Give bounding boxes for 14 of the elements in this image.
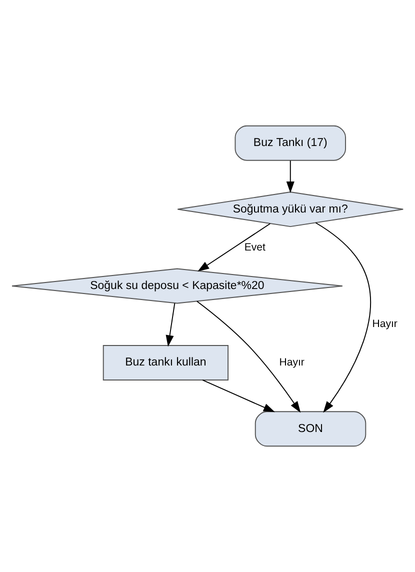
- arrow: [198, 223, 271, 272]
- arrow: [286, 160, 294, 194]
- edge-label: Hayır: [372, 318, 398, 330]
- arrow: [202, 380, 275, 412]
- node-diamond: Soğutma yükü var mı?: [177, 192, 404, 228]
- arrow: [315, 222, 372, 413]
- arrow: [166, 302, 176, 347]
- arrow: [196, 300, 301, 413]
- node-box: Buz Tankı (17): [234, 125, 346, 161]
- edge-label: Evet: [244, 241, 266, 254]
- node-diamond: Soğuk su deposu < Kapasite*%20: [12, 268, 343, 304]
- node-box: SON: [254, 411, 366, 447]
- edge-label: Hayır: [279, 356, 304, 368]
- node-box: Buz tankı kullan: [102, 344, 229, 380]
